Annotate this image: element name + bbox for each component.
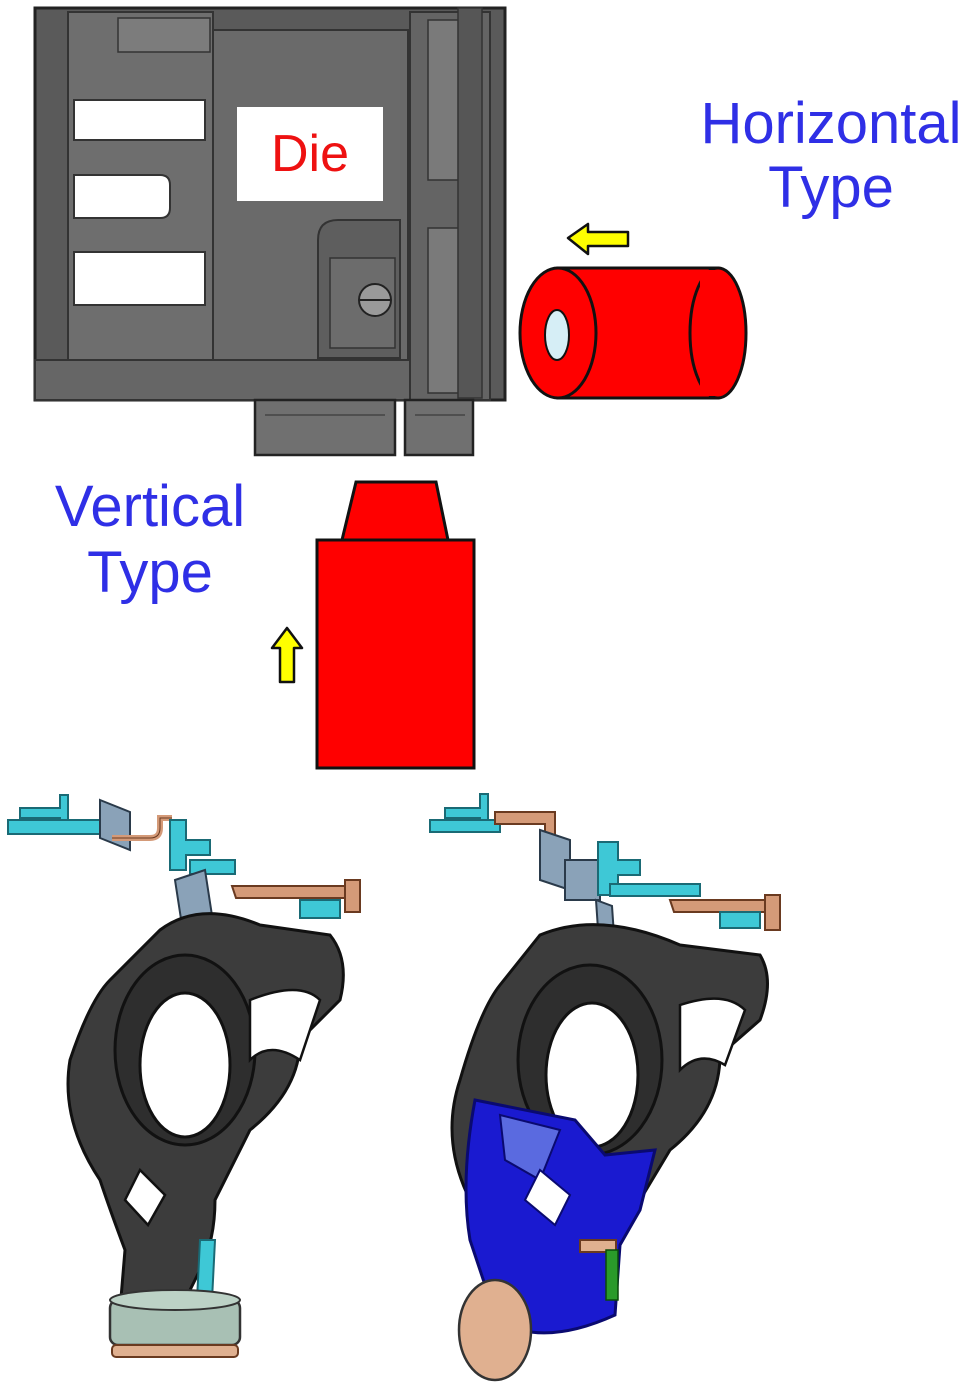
left-casting	[7, 794, 361, 1358]
arrow-up-icon	[270, 626, 304, 684]
arrow-left-icon	[566, 222, 630, 256]
horizontal-type-label: Horizontal Type	[700, 95, 962, 217]
vertical-type-label: Vertical Type	[40, 478, 260, 602]
horizontal-type-line1: Horizontal	[700, 91, 962, 156]
vertical-type-line1: Vertical	[54, 474, 246, 539]
right-casting	[429, 793, 781, 1382]
horizontal-type-line2: Type	[768, 155, 894, 220]
vertical-shot-sleeve	[315, 480, 476, 770]
die-block	[33, 6, 507, 457]
horizontal-shot-sleeve	[518, 266, 748, 400]
die-label-box: Die	[237, 107, 383, 201]
die-label: Die	[270, 125, 350, 183]
vertical-type-line2: Type	[87, 540, 213, 605]
